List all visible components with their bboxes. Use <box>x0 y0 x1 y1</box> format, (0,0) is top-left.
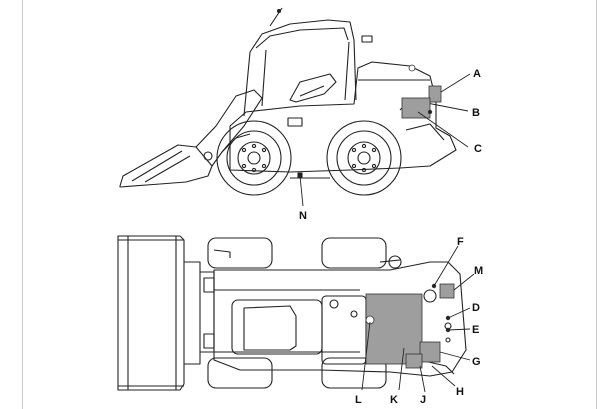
callout-m: M <box>474 265 483 277</box>
cab-frame <box>243 19 357 117</box>
callout-k: K <box>390 394 398 406</box>
operator-seat <box>289 73 337 103</box>
front-wheel <box>216 120 292 196</box>
top-bucket <box>117 235 185 391</box>
left-page-border <box>22 0 23 409</box>
area-j <box>405 353 423 369</box>
side-leaders <box>299 73 471 207</box>
bucket <box>119 144 213 188</box>
callout-e: E <box>472 324 479 336</box>
callout-g: G <box>472 356 481 368</box>
callout-n: N <box>299 210 307 222</box>
top-view-highlights <box>365 283 455 369</box>
top-chassis <box>213 261 467 377</box>
callout-l: L <box>355 394 362 406</box>
area-c <box>401 97 431 119</box>
area-m <box>439 283 455 299</box>
callout-a: A <box>473 68 481 80</box>
callout-f: F <box>457 236 464 248</box>
top-view <box>117 235 467 391</box>
top-wheel-front-right <box>207 357 273 389</box>
side-view <box>119 7 457 196</box>
right-page-border <box>596 0 597 409</box>
top-wheel-rear-left <box>321 237 387 269</box>
top-wheel-rear-right <box>321 357 387 389</box>
top-leaders <box>361 245 475 393</box>
lift-arm <box>195 89 263 167</box>
callout-b: B <box>472 107 480 119</box>
callout-j: J <box>420 394 426 406</box>
area-a <box>428 85 442 103</box>
rear-wheel <box>326 120 402 196</box>
top-wheel-front-left <box>207 237 273 269</box>
side-view-highlights <box>401 64 442 119</box>
area-g <box>419 341 441 363</box>
callout-d: D <box>472 302 480 314</box>
callout-c: C <box>474 143 482 155</box>
callout-h: H <box>456 386 464 398</box>
area-k <box>365 293 423 365</box>
